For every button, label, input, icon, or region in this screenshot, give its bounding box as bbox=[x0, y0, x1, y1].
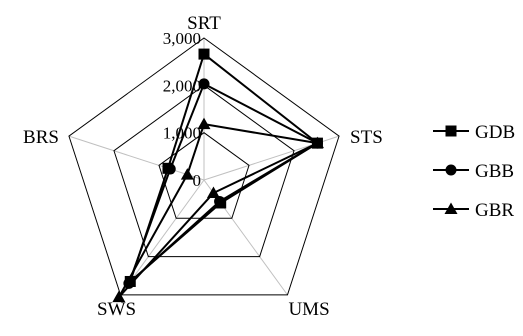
spoke-brs bbox=[68, 135, 205, 181]
series-layer bbox=[112, 48, 324, 303]
tick-label: 1,000 bbox=[163, 124, 201, 143]
grid-ring-3 bbox=[68, 37, 340, 296]
data-point-gbr-sts bbox=[310, 136, 324, 149]
legend-marker-gdb bbox=[445, 125, 457, 137]
data-point-gbb-brs bbox=[164, 163, 176, 175]
axis-label-ums: UMS bbox=[288, 299, 329, 320]
tick-label: 3,000 bbox=[163, 29, 201, 48]
data-point-gdb-srt bbox=[198, 48, 210, 60]
series-line-gdb bbox=[129, 53, 319, 283]
legend-item-gdb: GDB bbox=[433, 122, 515, 143]
series-line-gbr bbox=[117, 123, 319, 299]
grid-layer bbox=[68, 37, 340, 296]
data-point-gbr-srt bbox=[197, 117, 211, 130]
spoke-sws bbox=[120, 179, 205, 296]
series-line-gbb bbox=[127, 82, 319, 285]
legend-marker-gbr bbox=[444, 202, 458, 214]
data-point-gbr-ums bbox=[206, 186, 220, 199]
axis-label-brs: BRS bbox=[23, 127, 59, 148]
axis-label-sws: SWS bbox=[97, 299, 136, 320]
legend-label-gbb: GBB bbox=[475, 161, 514, 182]
axis-label-sts: STS bbox=[350, 127, 383, 148]
legend: GDB GBB GBR bbox=[433, 122, 515, 221]
data-point-gbr-sws bbox=[112, 290, 126, 303]
data-point-gbb-ums bbox=[214, 195, 226, 207]
legend-label-gbr: GBR bbox=[475, 200, 514, 221]
tick-label: 0 bbox=[193, 171, 202, 190]
grid-ring-2 bbox=[113, 84, 295, 258]
data-point-gbb-srt bbox=[198, 78, 210, 90]
legend-label-gdb: GDB bbox=[475, 122, 515, 143]
tick-label: 2,000 bbox=[163, 76, 201, 95]
legend-marker-gbb bbox=[445, 164, 457, 176]
legend-item-gbr: GBR bbox=[433, 200, 514, 221]
legend-item-gbb: GBB bbox=[433, 161, 514, 182]
data-point-gbr-brs bbox=[180, 168, 194, 180]
axis-label-srt: SRT bbox=[187, 13, 221, 34]
